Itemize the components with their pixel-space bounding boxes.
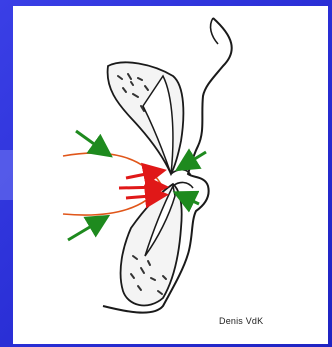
green-arrow-top-right xyxy=(180,152,206,168)
diagram-panel xyxy=(13,6,328,344)
author-credit: Denis VdK xyxy=(219,316,263,326)
green-arrow-top-left xyxy=(76,131,108,154)
red-arrow-middle xyxy=(119,187,163,188)
green-arrow-bottom-left xyxy=(68,218,105,240)
profile-diagram xyxy=(13,6,328,344)
upper-force-curve xyxy=(63,153,161,184)
